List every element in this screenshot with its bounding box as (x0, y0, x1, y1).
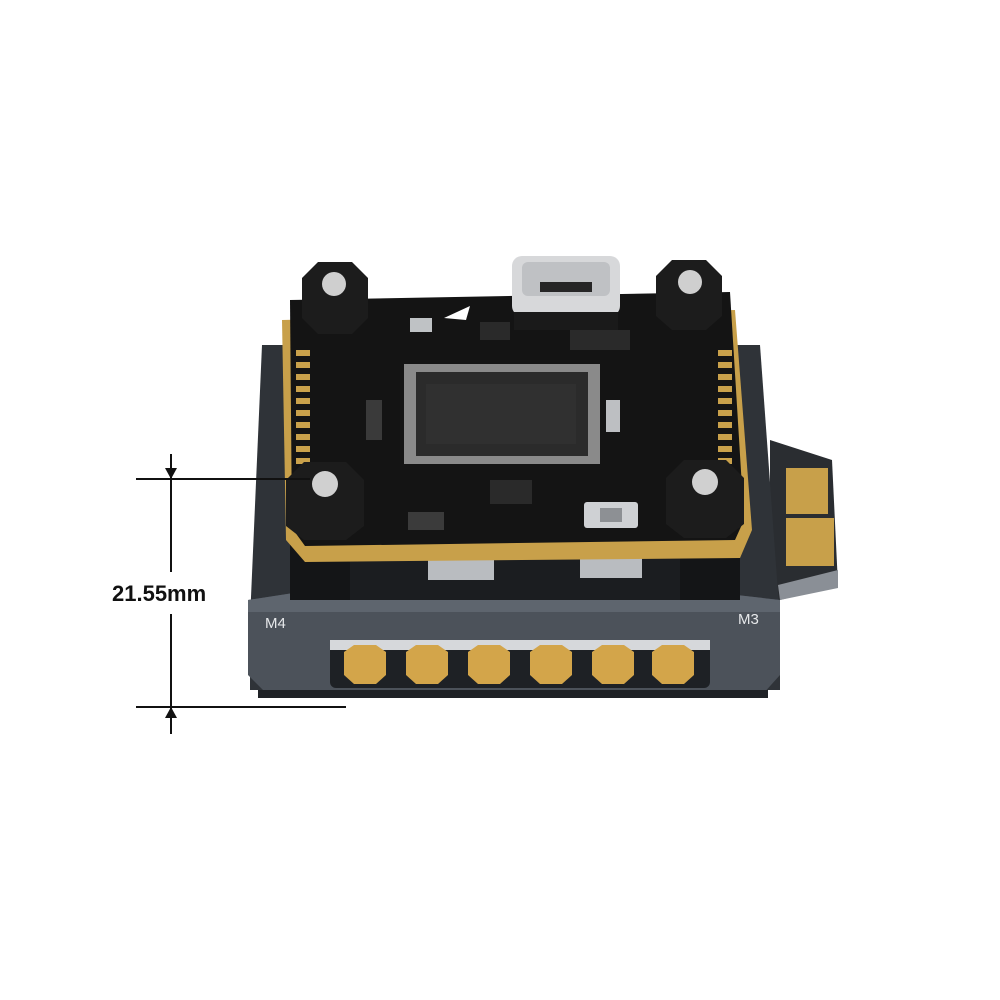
dimension-arrow-top (165, 468, 177, 479)
motor-pad-row (344, 645, 694, 684)
rear-component (428, 558, 494, 580)
standoff-top-right (656, 260, 722, 330)
standoff-bottom-left (286, 462, 364, 540)
height-dimension (136, 454, 346, 734)
usb-c-port (512, 256, 620, 330)
gyro-chip (490, 480, 532, 504)
standoff-top-left (302, 262, 368, 334)
dimension-label: 21.55mm (112, 576, 232, 612)
motor-pad (406, 645, 448, 684)
sensor-chip (410, 318, 432, 332)
fc-left-pads (296, 350, 310, 464)
mcu-chip (404, 364, 600, 464)
motor-pad (592, 645, 634, 684)
rear-component (580, 556, 642, 578)
motor-pad (344, 645, 386, 684)
dimension-arrow-bottom (165, 707, 177, 718)
power-pad-top (786, 468, 828, 514)
motor-pad (468, 645, 510, 684)
motor-label-m4: M4 (265, 615, 286, 632)
flight-controller-board (282, 256, 752, 562)
motor-pad (530, 645, 572, 684)
power-pad-bottom (786, 518, 834, 566)
motor-label-m3: M3 (738, 611, 759, 628)
standoff-bottom-right (666, 460, 744, 538)
direction-arrow (444, 306, 470, 320)
motor-pad (652, 645, 694, 684)
